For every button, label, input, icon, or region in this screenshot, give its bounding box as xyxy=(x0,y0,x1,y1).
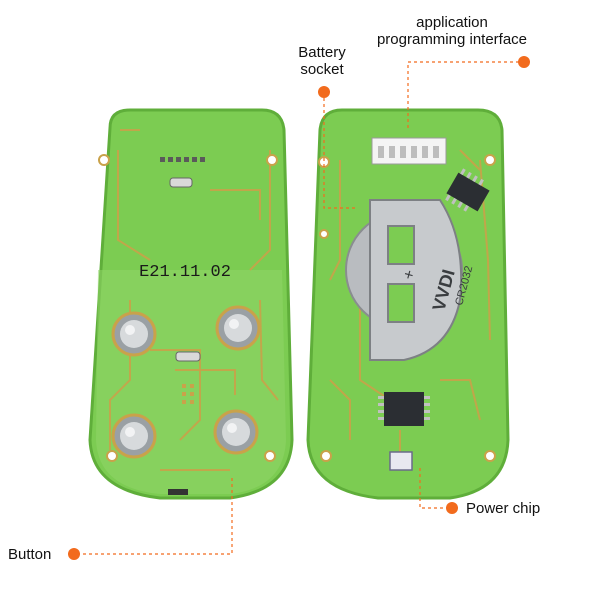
label-battery-socket: Battery socket xyxy=(286,44,358,78)
label-power-chip: Power chip xyxy=(466,500,541,517)
button-bottom-left xyxy=(111,413,157,459)
button-bottom-right xyxy=(213,409,259,455)
label-application-line1: application xyxy=(416,14,488,31)
callout-line-button xyxy=(74,478,233,555)
power-chip xyxy=(378,392,430,426)
button-top-right xyxy=(215,305,261,351)
callout-dot-power xyxy=(446,502,458,514)
label-application-line2: programming interface xyxy=(376,31,528,48)
label-battery-line1: Battery xyxy=(298,44,346,61)
left-pcb-board: E21.11.02 xyxy=(88,108,294,500)
programming-connector xyxy=(371,137,447,165)
right-pcb-board: VVDI CR2032 + xyxy=(306,108,510,500)
label-application-interface: application programming interface xyxy=(362,14,542,48)
eeprom-chip xyxy=(445,168,490,212)
callout-line-battery xyxy=(323,92,358,209)
label-button: Button xyxy=(8,546,52,563)
callout-dot-battery xyxy=(318,86,330,98)
label-battery-line2: socket xyxy=(300,61,344,78)
crystal xyxy=(389,451,413,471)
callout-dot-button xyxy=(68,548,80,560)
callout-dot-interface xyxy=(518,56,530,68)
callout-line-power xyxy=(419,468,446,509)
callout-line-interface xyxy=(407,61,524,128)
svg-text:+: + xyxy=(400,268,419,281)
battery-socket: VVDI CR2032 + xyxy=(345,199,475,361)
board-marking: E21.11.02 xyxy=(139,263,231,282)
button-top-left xyxy=(111,311,157,357)
